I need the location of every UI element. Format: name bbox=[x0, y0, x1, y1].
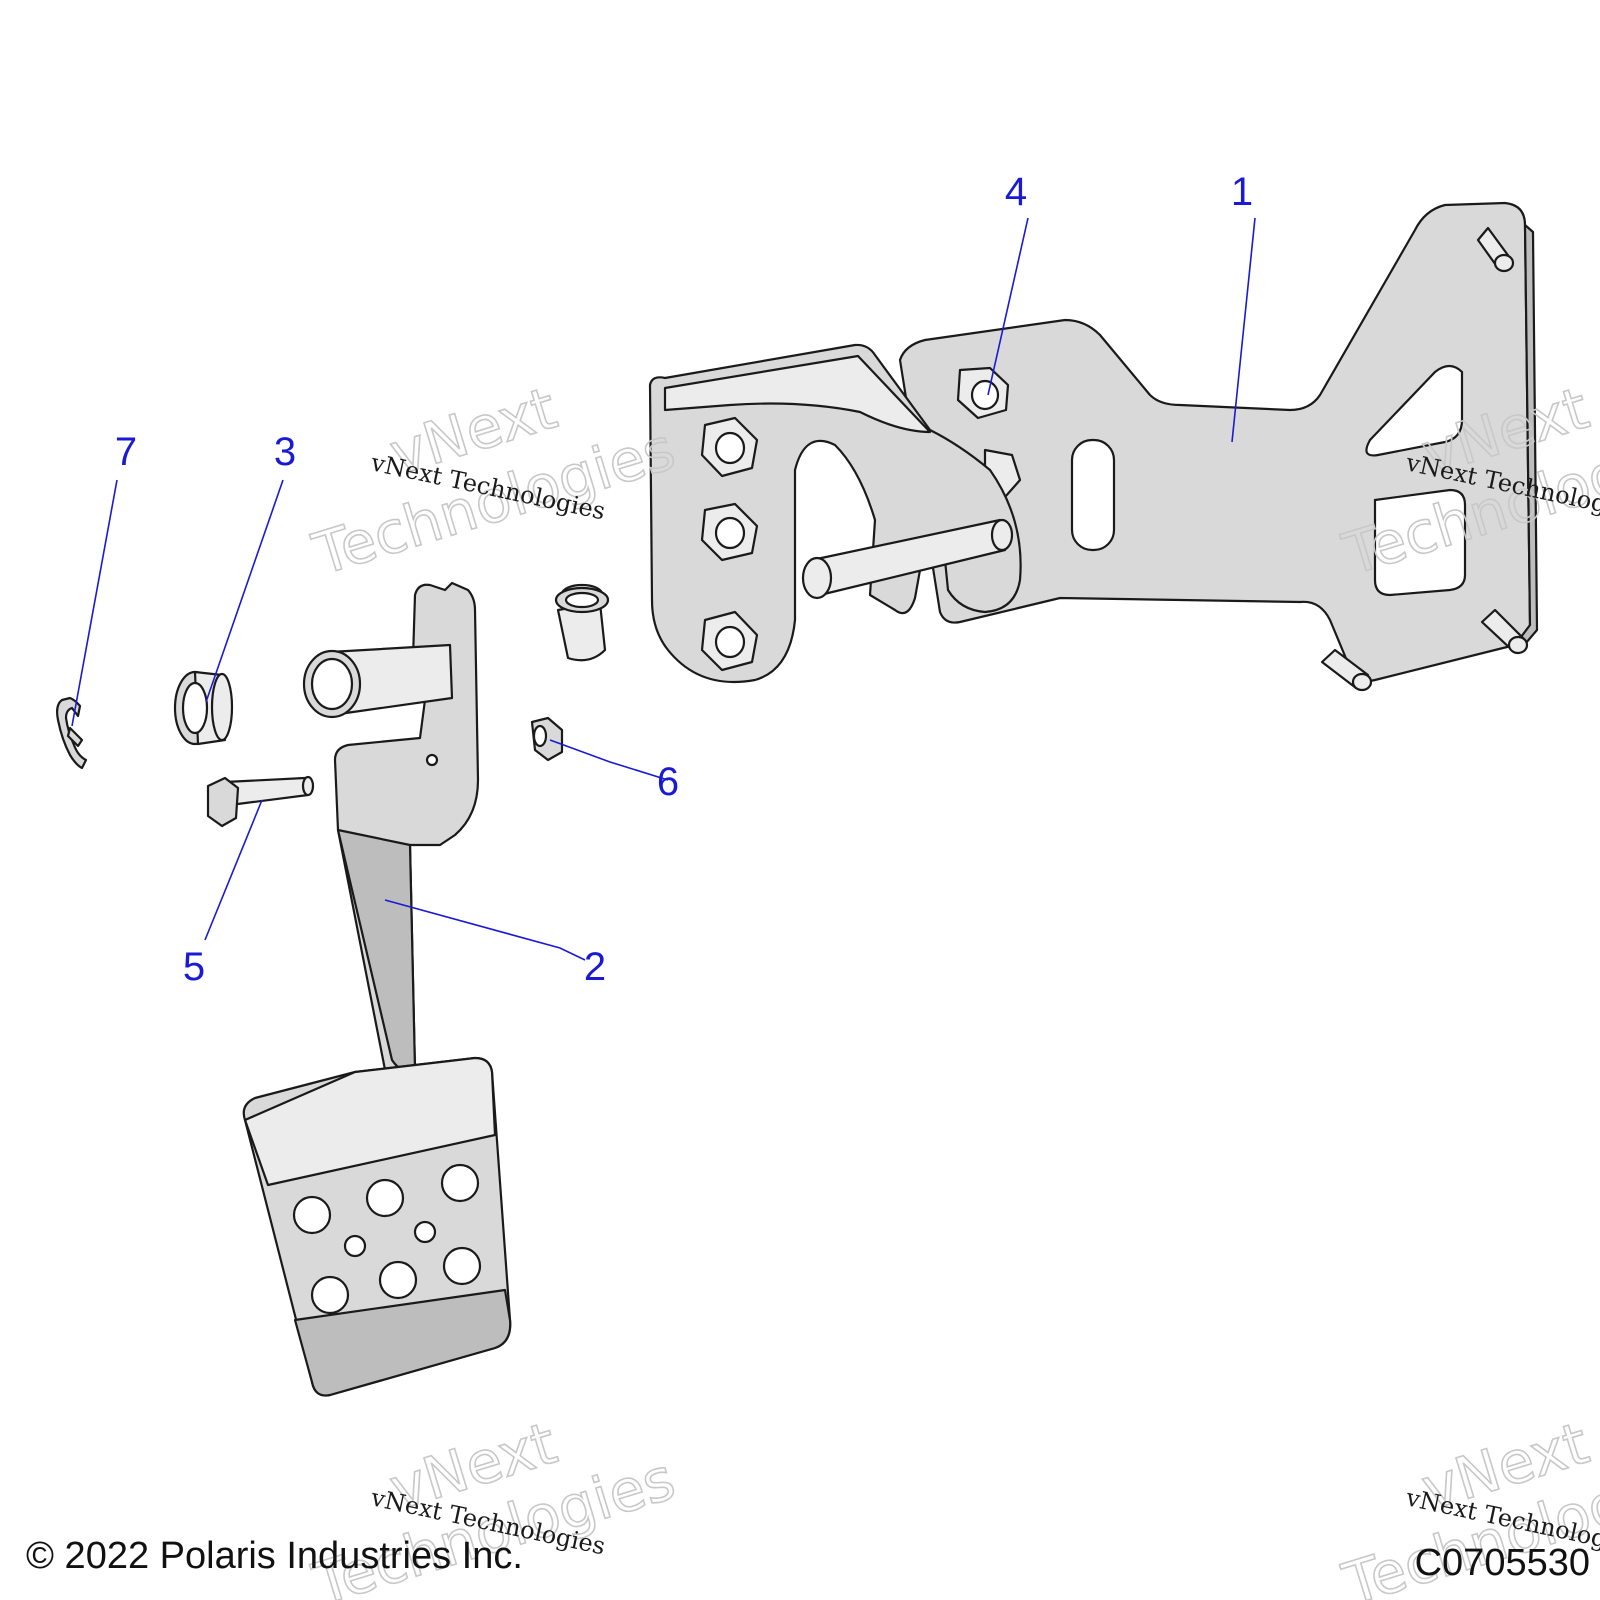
callout-5: 5 bbox=[183, 945, 205, 989]
pad-hole-icon bbox=[292, 1195, 332, 1235]
flange-nut-icon bbox=[700, 416, 759, 478]
small-nut-part bbox=[530, 716, 564, 762]
copyright-text: © 2022 Polaris Industries Inc. bbox=[26, 1535, 523, 1577]
mounting-bracket-part bbox=[898, 201, 1539, 692]
shoulder-bolt-part bbox=[206, 775, 315, 828]
callout-7: 7 bbox=[115, 430, 137, 474]
stud-top bbox=[1476, 226, 1515, 273]
pedal-pivot-tube bbox=[302, 643, 454, 719]
stud-bottom-left bbox=[1320, 648, 1373, 692]
watermark-center: vNext Technologies vNext Technologies bbox=[304, 373, 683, 589]
stud-bottom-right bbox=[1480, 608, 1529, 655]
pad-hole-icon bbox=[310, 1275, 350, 1315]
flange-nut-icon bbox=[700, 610, 759, 672]
pad-hole-icon bbox=[440, 1163, 480, 1203]
callout-3: 3 bbox=[274, 430, 296, 474]
leader-lines bbox=[71, 217, 1256, 961]
drawing-code: C0705530 bbox=[1415, 1542, 1590, 1584]
bushing-part bbox=[173, 670, 234, 746]
pad-hole-icon bbox=[343, 1234, 367, 1258]
brake-pedal-part bbox=[242, 581, 512, 1397]
pedal-pad bbox=[242, 1056, 512, 1397]
flange-nut-icon bbox=[956, 366, 1010, 420]
callout-2: 2 bbox=[584, 945, 606, 989]
callout-6: 6 bbox=[657, 760, 679, 804]
pad-hole-icon bbox=[442, 1246, 482, 1286]
flange-nut-icon bbox=[700, 502, 759, 562]
pad-hole-icon bbox=[378, 1260, 418, 1300]
pad-hole-icon bbox=[365, 1178, 405, 1218]
e-clip-part bbox=[56, 696, 88, 770]
pivot-yoke-part bbox=[648, 343, 1022, 684]
callout-4: 4 bbox=[1005, 170, 1027, 214]
callouts: 1 4 7 3 6 5 2 bbox=[115, 170, 1253, 989]
pad-hole-icon bbox=[413, 1220, 437, 1244]
callout-1: 1 bbox=[1231, 170, 1253, 214]
pivot-pin bbox=[801, 518, 1014, 600]
flanged-bushing-part bbox=[554, 583, 610, 662]
